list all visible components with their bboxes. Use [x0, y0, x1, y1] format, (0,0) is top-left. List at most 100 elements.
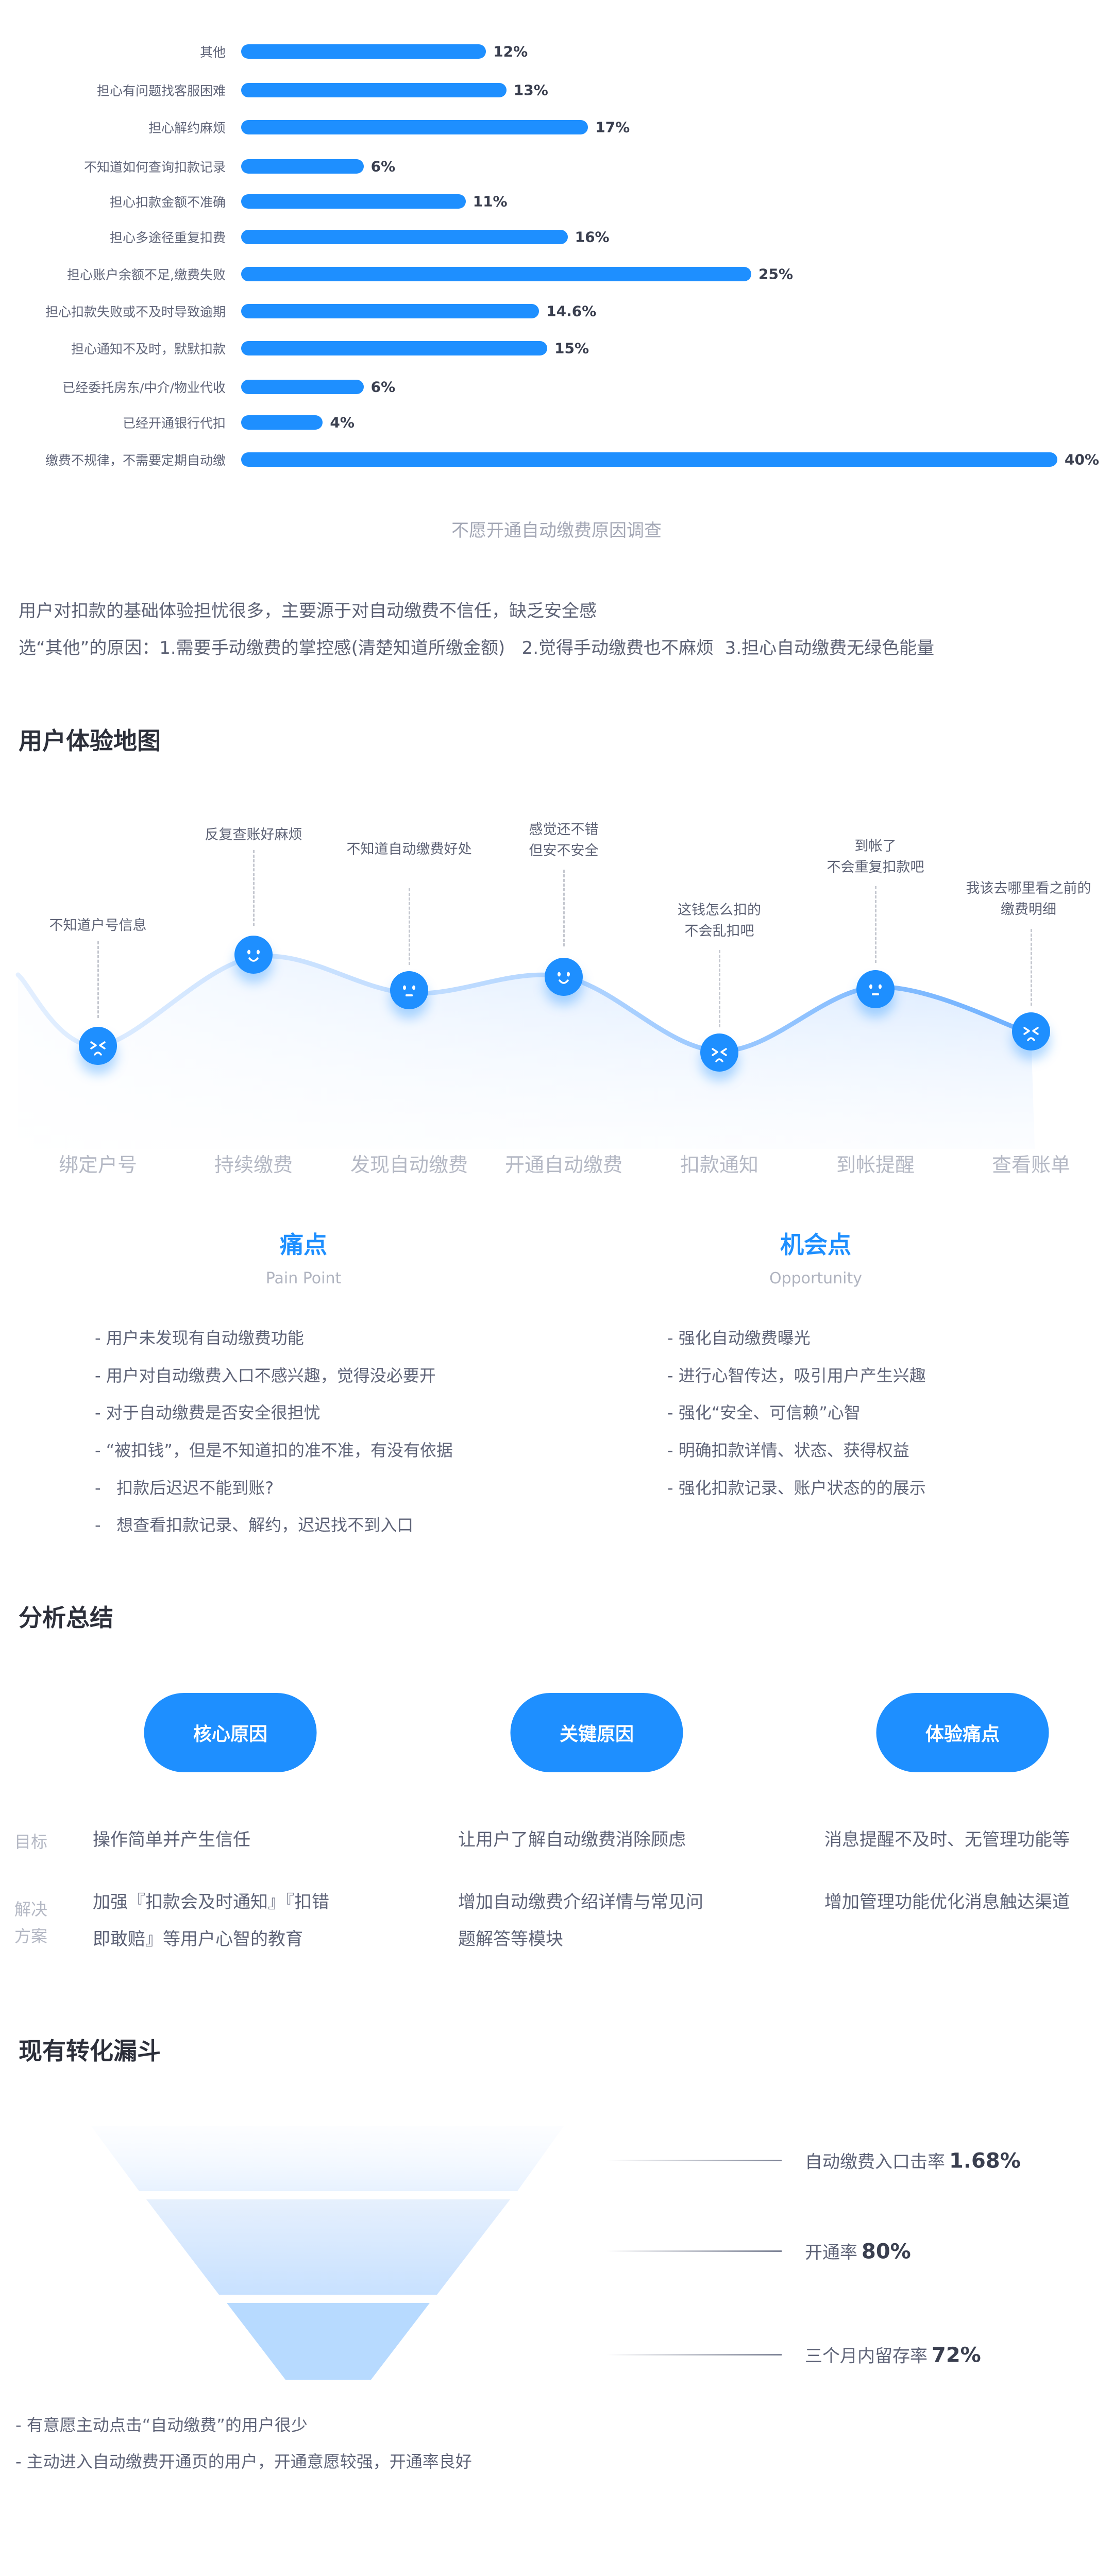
bar-value-label: 15% [554, 340, 589, 357]
pain-point-subtitle: Pain Point [265, 1269, 342, 1287]
pain-point-item: - 扣款后迟迟不能到账? [95, 1478, 274, 1498]
stage-label: 绑定户号 [58, 1154, 138, 1176]
funnel-leader-line [606, 2160, 782, 2161]
bar [241, 341, 547, 355]
bar [241, 194, 466, 209]
funnel-stage-2 [146, 2199, 510, 2295]
chart-title: 不愿开通自动缴费原因调查 [451, 520, 662, 541]
journey-area-fade [18, 956, 1035, 1149]
bar-category-label: 其他 [199, 45, 226, 60]
opportunity-subtitle: Opportunity [769, 1269, 863, 1287]
sad-face-icon [1012, 1012, 1050, 1050]
stage-label: 查看账单 [991, 1154, 1071, 1176]
bar-value-label: 40% [1065, 451, 1100, 468]
stage-label: 持续缴费 [214, 1154, 293, 1176]
bar-category-label: 担心多途径重复扣费 [109, 230, 226, 245]
bar-category-label: 不知道如何查询扣款记录 [83, 160, 226, 175]
opportunity-item: - 进行心智传达，吸引用户产生兴趣 [667, 1366, 926, 1385]
pain-point-item: - 对于自动缴费是否安全很担忧 [95, 1403, 321, 1422]
bar [241, 44, 486, 59]
neutral-face-icon [390, 971, 428, 1009]
goal-cell: 让用户了解自动缴费消除顾虑 [458, 1829, 686, 1850]
bar-category-label: 担心扣款失败或不及时导致逾期 [45, 304, 226, 319]
bar [241, 83, 507, 97]
bar-value-label: 12% [493, 43, 528, 60]
dashed-connector [875, 886, 876, 963]
bar [241, 159, 364, 174]
bar-category-label: 担心解约麻烦 [148, 121, 226, 135]
key-reason-pill: 关键原因 [510, 1693, 683, 1772]
core-reason-pill: 核心原因 [144, 1693, 317, 1772]
survey-summary-2: 选“其他”的原因：1.需要手动缴费的掌控感(清楚知道所缴金额) 2.觉得手动缴费… [19, 638, 935, 658]
bar-category-label: 担心扣款金额不准确 [109, 195, 226, 210]
funnel-leader-line [606, 2250, 782, 2252]
bar-category-label: 缴费不规律，不需要定期自动缴 [45, 453, 226, 468]
pain-point-item: - 用户对自动缴费入口不感兴趣，觉得没必要开 [95, 1366, 436, 1385]
dashed-connector [253, 850, 255, 926]
bar-category-label: 担心通知不及时，默默扣款 [71, 342, 226, 357]
bar-category-label: 担心账户余额不足,缴费失败 [67, 267, 226, 282]
bar-category-label: 已经委托房东/中介/物业代收 [62, 380, 226, 395]
opportunity-item: - 强化“安全、可信赖”心智 [667, 1403, 861, 1422]
experience-pain-pill: 体验痛点 [876, 1693, 1049, 1772]
solution-label: 解决方案 [14, 1900, 48, 1946]
pain-point-item: - “被扣钱”，但是不知道扣的准不准，有没有依据 [95, 1440, 453, 1460]
pain-point-title: 痛点 [280, 1231, 327, 1259]
bar-value-label: 13% [513, 81, 548, 99]
bar [241, 380, 364, 394]
stage-label: 到帐提醒 [836, 1154, 915, 1176]
goal-label: 目标 [14, 1832, 48, 1852]
happy-face-icon [234, 936, 273, 974]
opportunity-title: 机会点 [780, 1231, 851, 1259]
bar [241, 452, 1057, 467]
funnel-stage-3 [227, 2303, 430, 2380]
goal-cell: 消息提醒不及时、无管理功能等 [824, 1829, 1070, 1850]
sad-face-icon [79, 1027, 117, 1065]
opportunity-item: - 强化扣款记录、账户状态的的展示 [667, 1478, 926, 1498]
journey-comment: 不知道自动缴费好处 [346, 841, 472, 857]
bar [241, 230, 568, 244]
bar-category-label: 担心有问题找客服困难 [96, 83, 226, 98]
stage-label: 扣款通知 [680, 1154, 759, 1176]
journey-comment: 不知道户号信息 [49, 918, 147, 934]
bar [241, 267, 751, 281]
journey-comment: 这钱怎么扣的不会乱扣吧 [678, 902, 761, 939]
funnel-leader-line [606, 2354, 782, 2355]
journey-title: 用户体验地图 [19, 727, 161, 755]
journey-comment: 到帐了不会重复扣款吧 [827, 838, 924, 875]
funnel-note: - 主动进入自动缴费开通页的用户，开通意愿较强，开通率良好 [15, 2452, 472, 2471]
dashed-connector [1031, 929, 1032, 1006]
bar-value-label: 17% [595, 118, 630, 136]
solution-cell: 增加管理功能优化消息触达渠道 [824, 1892, 1070, 1912]
goal-cell: 操作简单并产生信任 [93, 1829, 250, 1850]
analysis-title: 分析总结 [19, 1604, 113, 1632]
journey-comment: 我该去哪里看之前的缴费明细 [966, 880, 1091, 918]
funnel-title: 现有转化漏斗 [19, 2037, 161, 2065]
opportunity-item: - 强化自动缴费曝光 [667, 1328, 811, 1348]
pain-point-item: - 想查看扣款记录、解约，迟迟找不到入口 [95, 1515, 414, 1535]
bar [241, 304, 539, 318]
bar-value-label: 16% [575, 228, 610, 246]
opportunity-item: - 明确扣款详情、状态、获得权益 [667, 1440, 909, 1460]
bar-category-label: 已经开通银行代扣 [122, 416, 226, 431]
journey-comment: 反复查账好麻烦 [205, 827, 302, 843]
dashed-connector [97, 941, 99, 1018]
dashed-connector [409, 888, 410, 965]
pain-point-item: - 用户未发现有自动缴费功能 [95, 1328, 304, 1348]
solution-cell: 加强『扣款会及时通知』『扣错即敢赔』等用户心智的教育 [93, 1892, 329, 1950]
survey-summary-1: 用户对扣款的基础体验担忧很多，主要源于对自动缴费不信任，缺乏安全感 [19, 601, 597, 621]
bar-value-label: 25% [758, 265, 794, 283]
bar-value-label: 6% [370, 378, 396, 396]
neutral-face-icon [856, 970, 895, 1008]
journey-comment: 感觉还不错但安不安全 [529, 822, 599, 859]
dashed-connector [719, 950, 720, 1027]
funnel-note: - 有意愿主动点击“自动缴费”的用户很少 [15, 2415, 308, 2435]
funnel-graphic [91, 2126, 564, 2380]
stage-label: 发现自动缴费 [350, 1154, 468, 1176]
stage-label: 开通自动缴费 [504, 1154, 623, 1176]
bar [241, 120, 588, 134]
solution-cell: 增加自动缴费介绍详情与常见问题解答等模块 [458, 1892, 703, 1950]
bar-value-label: 11% [473, 193, 508, 210]
